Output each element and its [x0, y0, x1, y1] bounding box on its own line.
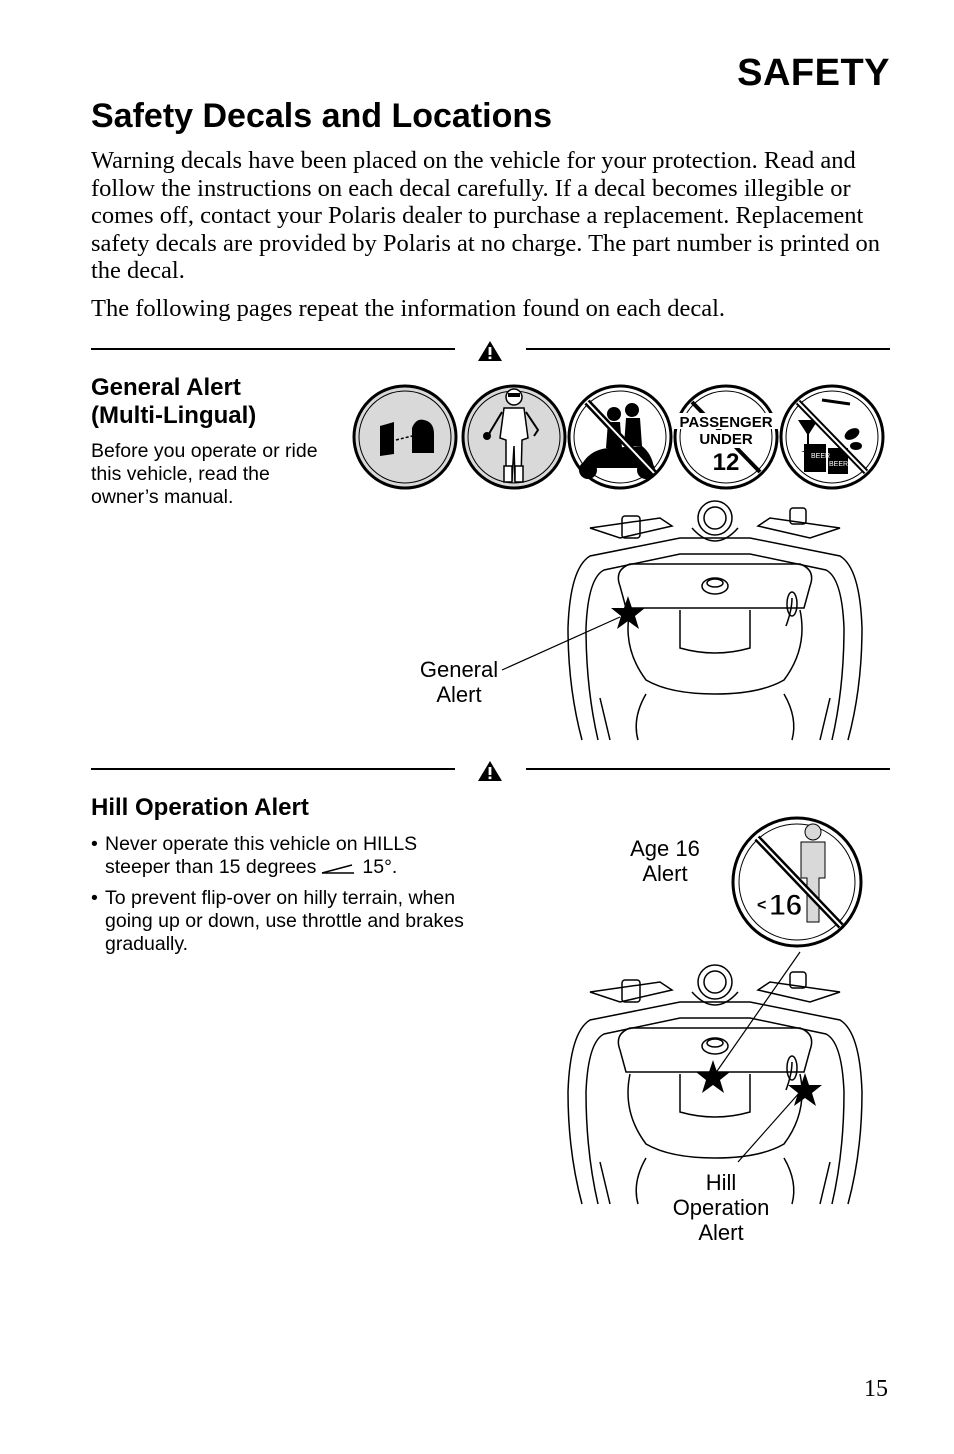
section-divider-right: [526, 348, 890, 350]
intro-paragraph-2: The following pages repeat the informati…: [91, 295, 726, 322]
page-number: 15: [864, 1376, 888, 1402]
section-divider-left: [91, 348, 455, 350]
hill-alert-location-star-icon: [788, 1073, 822, 1106]
hill-alert-title: Hill Operation Alert: [91, 794, 309, 821]
intro-paragraph: Warning decals have been placed on the v…: [91, 147, 880, 284]
hill-alert-bullet-1-line2: steeper than 15 degrees: [105, 856, 317, 878]
beer-label-2: BEER: [829, 461, 848, 468]
section-divider-right-2: [526, 768, 890, 770]
general-alert-body: Before you operate or ride this vehicle,…: [91, 440, 318, 508]
read-manual-decal: [352, 384, 458, 490]
hill-alert-callout-line2: Operation: [672, 1195, 770, 1220]
passenger-under-12-decal: PASSENGER UNDER 12: [673, 384, 779, 490]
hill-alert-bullet-2: To prevent flip-over on hilly terrain, w…: [91, 887, 481, 956]
age-16-callout-line1: Age 16: [630, 836, 700, 861]
general-alert-callout-line2: Alert: [436, 682, 482, 707]
hill-alert-callout-line1: Hill: [705, 1170, 737, 1195]
page-title: Safety Decals and Locations: [91, 97, 553, 135]
protective-gear-decal: [461, 384, 567, 490]
hill-alert-bullets: Never operate this vehicle on HILLS stee…: [91, 833, 481, 964]
age-16-callout: Age 16 Alert: [614, 836, 716, 886]
general-alert-callout: General Alert: [405, 657, 513, 707]
general-alert-decals: PASSENGER UNDER 12 BEER BEER: [352, 384, 885, 490]
no-alcohol-drugs-decal: BEER BEER: [779, 384, 885, 490]
age-16-decal: < 16: [731, 816, 863, 948]
general-alert-title-line2: (Multi-Lingual): [91, 402, 257, 429]
section-divider-left-2: [91, 768, 455, 770]
slope-angle-icon: [322, 864, 355, 874]
general-alert-title: General Alert (Multi-Lingual): [91, 374, 256, 430]
less-than-label: <: [757, 897, 766, 914]
atv-top-view-1: [501, 500, 863, 741]
hill-alert-callout-line3: Alert: [698, 1220, 744, 1245]
age-16-location-star-icon: [696, 1060, 730, 1093]
warning-triangle-icon-2: [478, 761, 502, 781]
passenger-label: PASSENGER: [679, 414, 772, 431]
under-label: UNDER: [699, 431, 753, 448]
hill-alert-bullet-1-suffix: 15°.: [362, 856, 398, 878]
hill-alert-bullet-1-line1: Never operate this vehicle on HILLS: [105, 833, 418, 855]
general-alert-title-line1: General Alert: [91, 374, 241, 401]
hill-alert-callout: Hill Operation Alert: [660, 1170, 782, 1245]
hill-alert-bullet-1-line2-wrap: steeper than 15 degrees 15°.: [105, 856, 481, 879]
warning-triangle-icon: [478, 341, 502, 361]
hill-alert-bullet-1: Never operate this vehicle on HILLS stee…: [91, 833, 481, 879]
age-16-callout-line2: Alert: [642, 861, 688, 886]
general-alert-callout-line1: General: [419, 657, 499, 682]
section-header: SAFETY: [737, 52, 890, 94]
atv-top-view-2: [567, 951, 863, 1205]
age-12-label: 12: [713, 449, 740, 476]
age-16-label: 16: [769, 889, 802, 922]
general-alert-location-star-icon: [611, 596, 645, 629]
no-passengers-decal: [567, 384, 673, 490]
beer-label-1: BEER: [811, 453, 830, 460]
